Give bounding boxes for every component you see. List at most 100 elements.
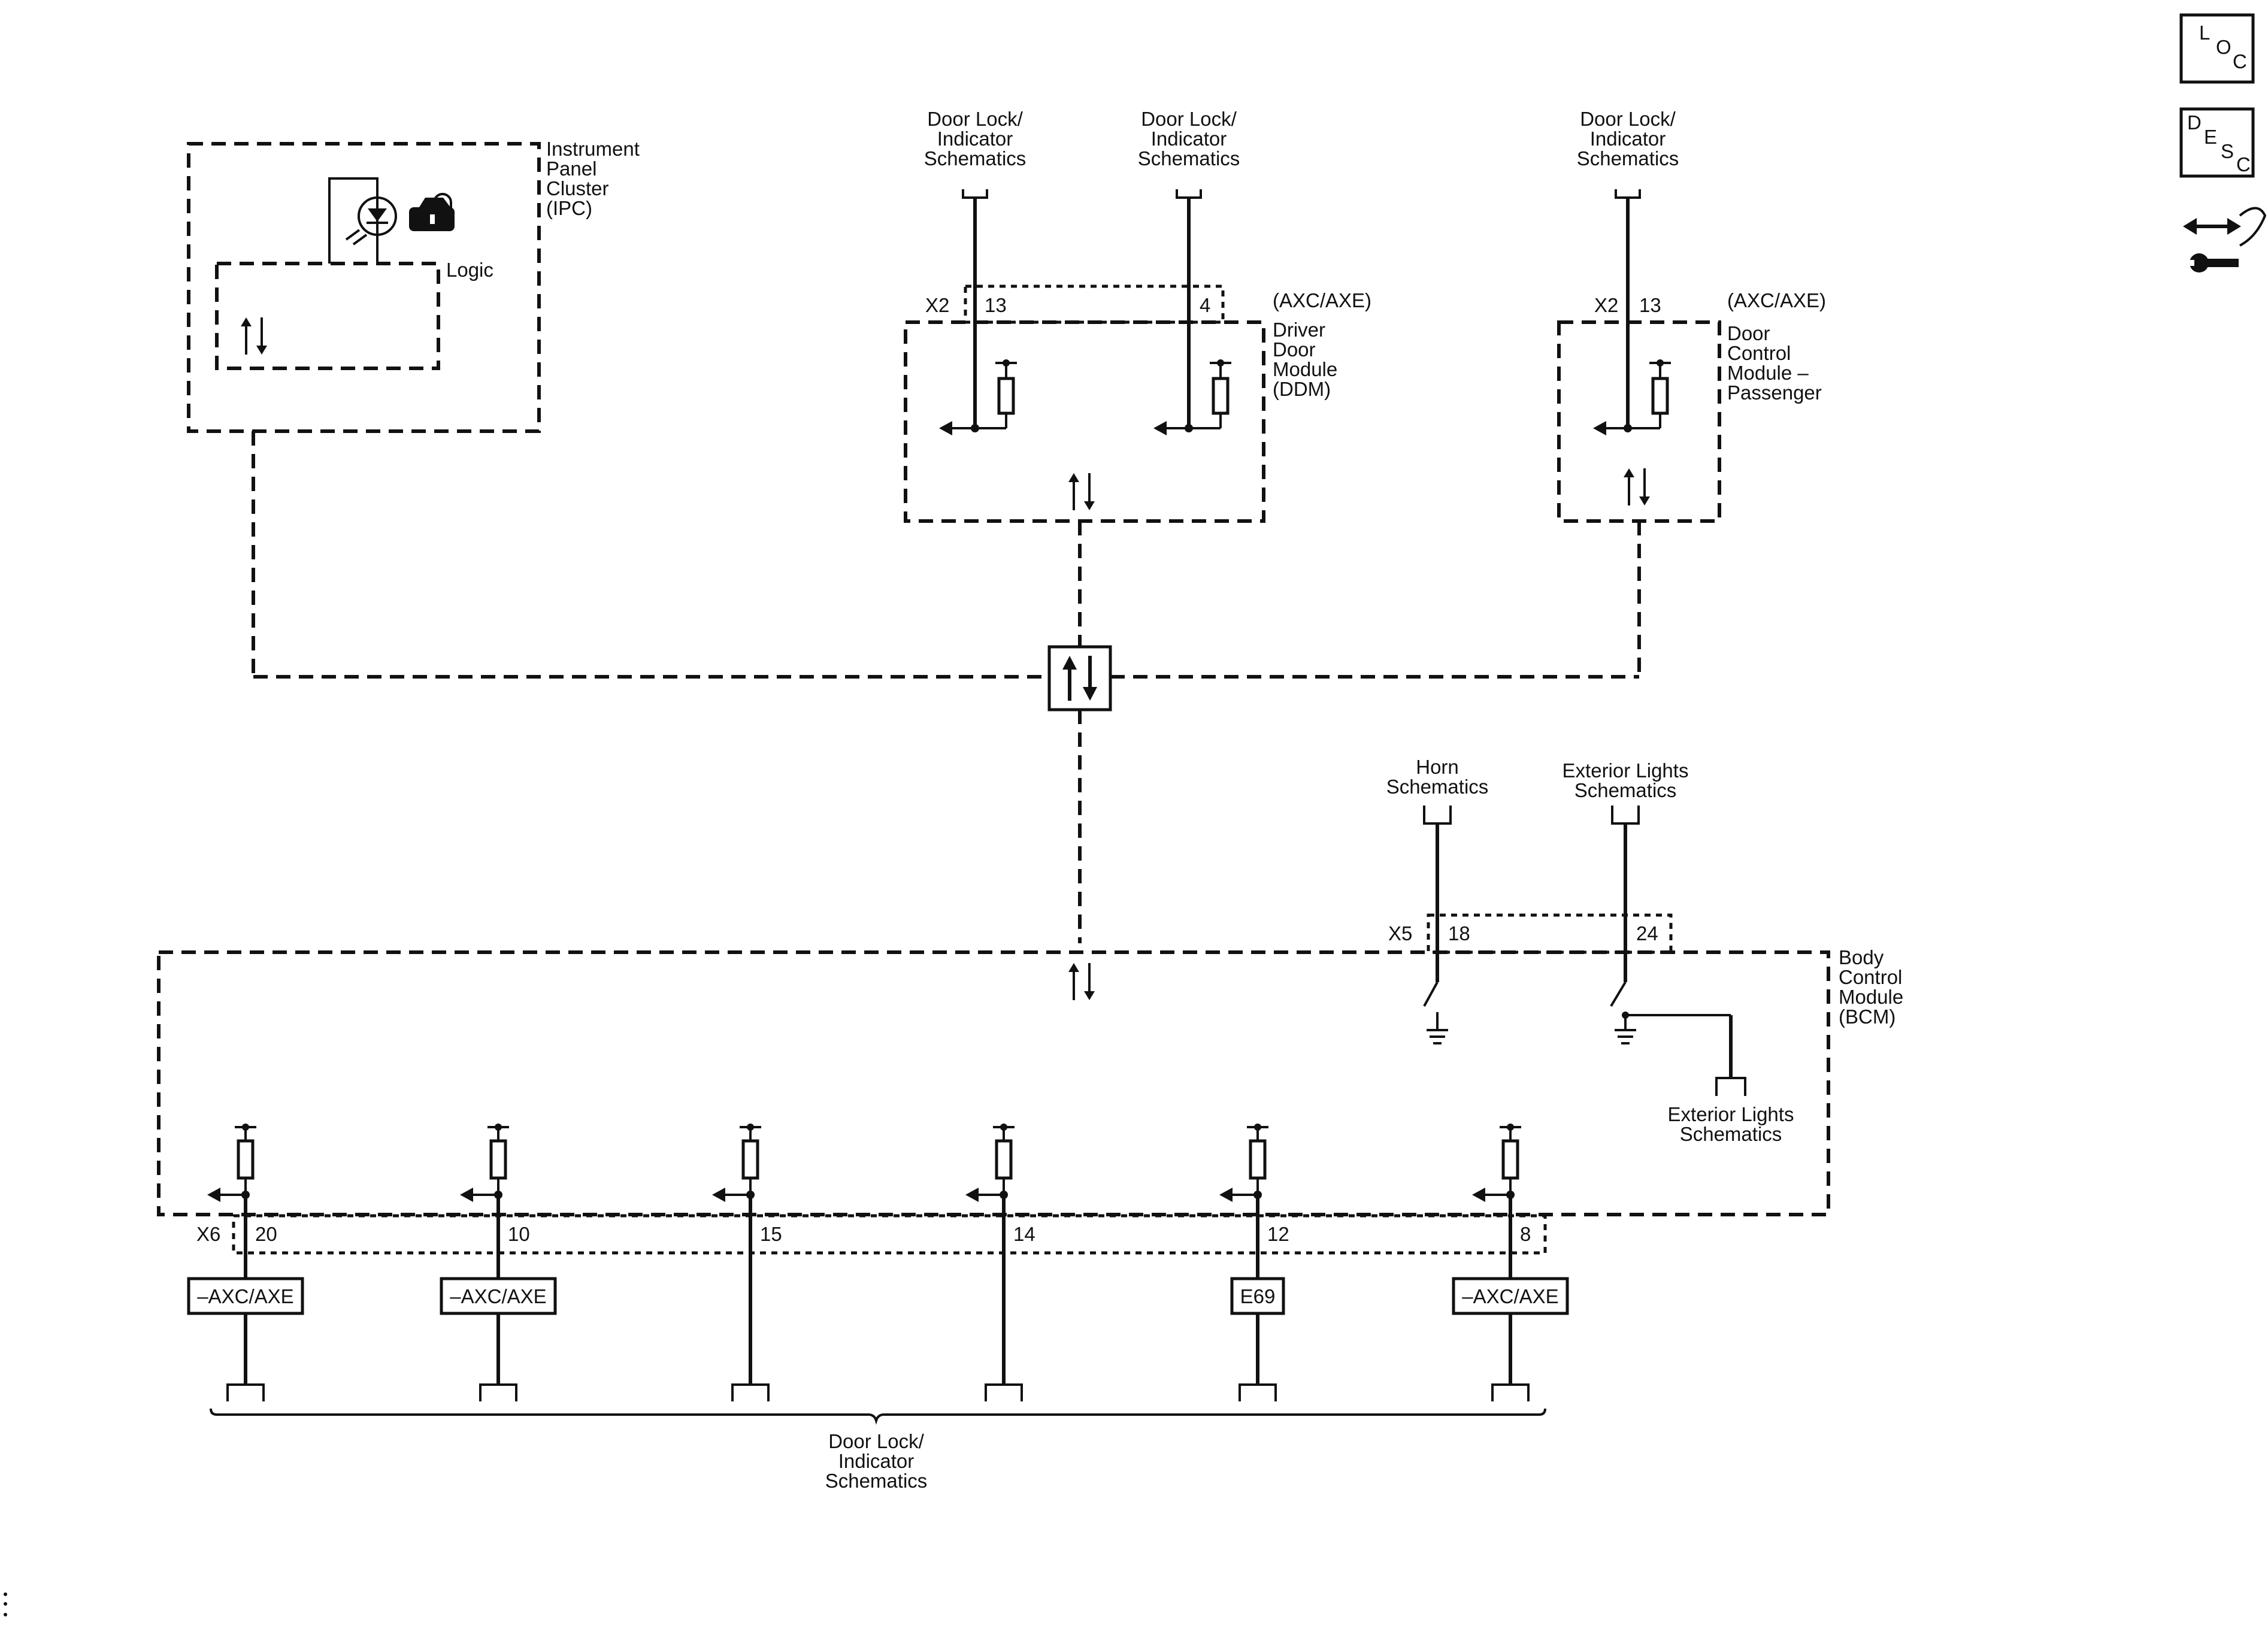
exterior-lights-ref-bottom[interactable]: Exterior Lights Schematics	[1668, 1103, 1794, 1145]
dcmp-name-line-2: Control	[1727, 342, 1791, 364]
reference-connector[interactable]	[731, 1383, 770, 1401]
dcmp-input-13-resistor	[1593, 359, 1671, 435]
option-tag-label: –AXC/AXE	[197, 1285, 293, 1307]
bcm-x6-channel: 20 –AXC/AXE	[187, 1124, 304, 1401]
ddm-name-line-3: Module	[1273, 358, 1337, 380]
exterior-lights-switch-icon	[1610, 981, 1746, 1096]
reference-connector[interactable]	[1491, 1383, 1530, 1401]
dcm-passenger-module[interactable]: X2 13 (AXC/AXE) Door Control Module – Pa…	[1557, 108, 1826, 523]
svg-text:Schematics: Schematics	[1138, 147, 1240, 169]
svg-text:E: E	[2204, 126, 2217, 148]
dcmp-name-line-3: Module –	[1727, 362, 1809, 384]
data-arrows-icon	[241, 317, 267, 355]
dcmp-data-arrows-icon	[1624, 468, 1650, 505]
bcm-x5-connector-box	[1427, 913, 1673, 954]
ddm-input-4-resistor	[1153, 359, 1231, 435]
svg-text:C: C	[2236, 153, 2251, 175]
svg-text:Exterior Lights: Exterior Lights	[1563, 759, 1689, 782]
option-tag: –AXC/AXE	[187, 1277, 304, 1315]
dcmp-connector: X2	[1594, 294, 1618, 316]
bcm-name-line-3: Module	[1839, 986, 1903, 1008]
serial-data-bus	[252, 431, 1641, 943]
option-tag: –AXC/AXE	[440, 1277, 557, 1315]
margin-marks	[4, 1592, 7, 1616]
dcmp-ref-door-lock[interactable]: Door Lock/ Indicator Schematics	[1577, 108, 1679, 199]
ddm-name-line-2: Door	[1273, 338, 1316, 361]
door-lock-icon	[409, 193, 455, 231]
ddm-name-line-4: (DDM)	[1273, 378, 1331, 400]
serial-data-splice-icon	[1047, 645, 1112, 711]
svg-text:Indicator: Indicator	[838, 1450, 915, 1472]
svg-text:Schematics: Schematics	[1680, 1123, 1782, 1145]
pullup-resistor-icon	[965, 1124, 1015, 1202]
ipc-module[interactable]: Instrument Panel Cluster (IPC) Logic	[187, 138, 640, 433]
desc-icon[interactable]: D E S C	[2179, 107, 2255, 178]
bcm-x6-channel: 15	[712, 1124, 782, 1401]
bcm-x5-pin-18: 18	[1448, 922, 1470, 944]
connector-repair-icon[interactable]	[2183, 207, 2267, 273]
bcm-data-arrows-icon	[1068, 963, 1095, 1000]
bcm-module[interactable]: Body Control Module (BCM) X5 18 24 Horn …	[157, 756, 1903, 1492]
ddm-data-arrows-icon	[1068, 473, 1095, 510]
ddm-pin-13: 13	[985, 294, 1007, 316]
reference-connector[interactable]	[479, 1383, 517, 1401]
reference-connector[interactable]	[985, 1383, 1023, 1401]
dcmp-option: (AXC/AXE)	[1727, 289, 1826, 311]
horn-ref[interactable]: Horn Schematics	[1386, 756, 1489, 825]
svg-text:Door Lock/: Door Lock/	[1580, 108, 1676, 130]
bcm-x6-pin: 20	[255, 1223, 277, 1245]
ipc-name-line-2: Panel	[546, 158, 596, 180]
pullup-resistor-icon	[460, 1124, 509, 1202]
bcm-x6-connector: X6	[196, 1223, 220, 1245]
svg-text:Schematics: Schematics	[924, 147, 1026, 169]
bcm-x6-channel: 10 –AXC/AXE	[440, 1124, 557, 1401]
exterior-lights-ref-top[interactable]: Exterior Lights Schematics	[1563, 759, 1689, 825]
ddm-ref-door-lock-1[interactable]: Door Lock/ Indicator Schematics	[924, 108, 1026, 199]
svg-text:Indicator: Indicator	[1151, 128, 1227, 150]
svg-text:Indicator: Indicator	[1590, 128, 1666, 150]
bcm-x6-pin: 8	[1520, 1223, 1531, 1245]
svg-text:Indicator: Indicator	[937, 128, 1013, 150]
ipc-name-line-4: (IPC)	[546, 197, 592, 219]
bcm-name-line-1: Body	[1839, 946, 1884, 968]
pullup-resistor-icon	[1472, 1124, 1521, 1202]
svg-text:Schematics: Schematics	[1577, 147, 1679, 169]
option-tag: –AXC/AXE	[1452, 1277, 1569, 1315]
ipc-name-line-1: Instrument	[546, 138, 640, 160]
pullup-resistor-icon	[1219, 1124, 1268, 1202]
ddm-ref-door-lock-2[interactable]: Door Lock/ Indicator Schematics	[1138, 108, 1240, 199]
dcmp-pin-13: 13	[1639, 294, 1661, 316]
ddm-x2-connector-box	[964, 284, 1225, 324]
led-indicator-icon	[328, 177, 397, 264]
horn-switch-icon	[1423, 982, 1448, 1044]
bcm-x6-connector-box	[232, 1214, 1547, 1255]
ddm-connector: X2	[925, 294, 949, 316]
dcmp-name-line-4: Passenger	[1727, 381, 1822, 404]
svg-text:Door Lock/: Door Lock/	[1141, 108, 1237, 130]
svg-text:L: L	[2199, 22, 2210, 44]
loc-icon[interactable]: L O C	[2179, 13, 2255, 84]
bcm-x6-channel: 14	[965, 1124, 1035, 1401]
option-tag-label: E69	[1240, 1285, 1276, 1307]
bcm-x6-pin: 10	[508, 1223, 530, 1245]
svg-text:D: D	[2187, 111, 2202, 134]
ipc-logic-box	[215, 262, 440, 370]
dcmp-name-line-1: Door	[1727, 322, 1770, 344]
reference-connector[interactable]	[1239, 1383, 1277, 1401]
svg-text:Door Lock/: Door Lock/	[828, 1430, 924, 1452]
door-lock-ref-bottom[interactable]: Door Lock/ Indicator Schematics	[825, 1430, 928, 1492]
option-tag-label: –AXC/AXE	[1462, 1285, 1558, 1307]
svg-text:Door Lock/: Door Lock/	[927, 108, 1023, 130]
ipc-name-line-3: Cluster	[546, 177, 609, 199]
bcm-name-line-2: Control	[1839, 966, 1902, 988]
ddm-module[interactable]: X2 13 4 (AXC/AXE) Driver Door Module (DD…	[904, 108, 1371, 523]
svg-text:Schematics: Schematics	[825, 1470, 928, 1492]
reference-connector[interactable]	[226, 1383, 265, 1401]
ddm-input-13-resistor	[939, 359, 1017, 435]
pullup-resistor-icon	[207, 1124, 256, 1202]
bcm-name-line-4: (BCM)	[1839, 1006, 1895, 1028]
svg-text:O: O	[2216, 36, 2231, 58]
